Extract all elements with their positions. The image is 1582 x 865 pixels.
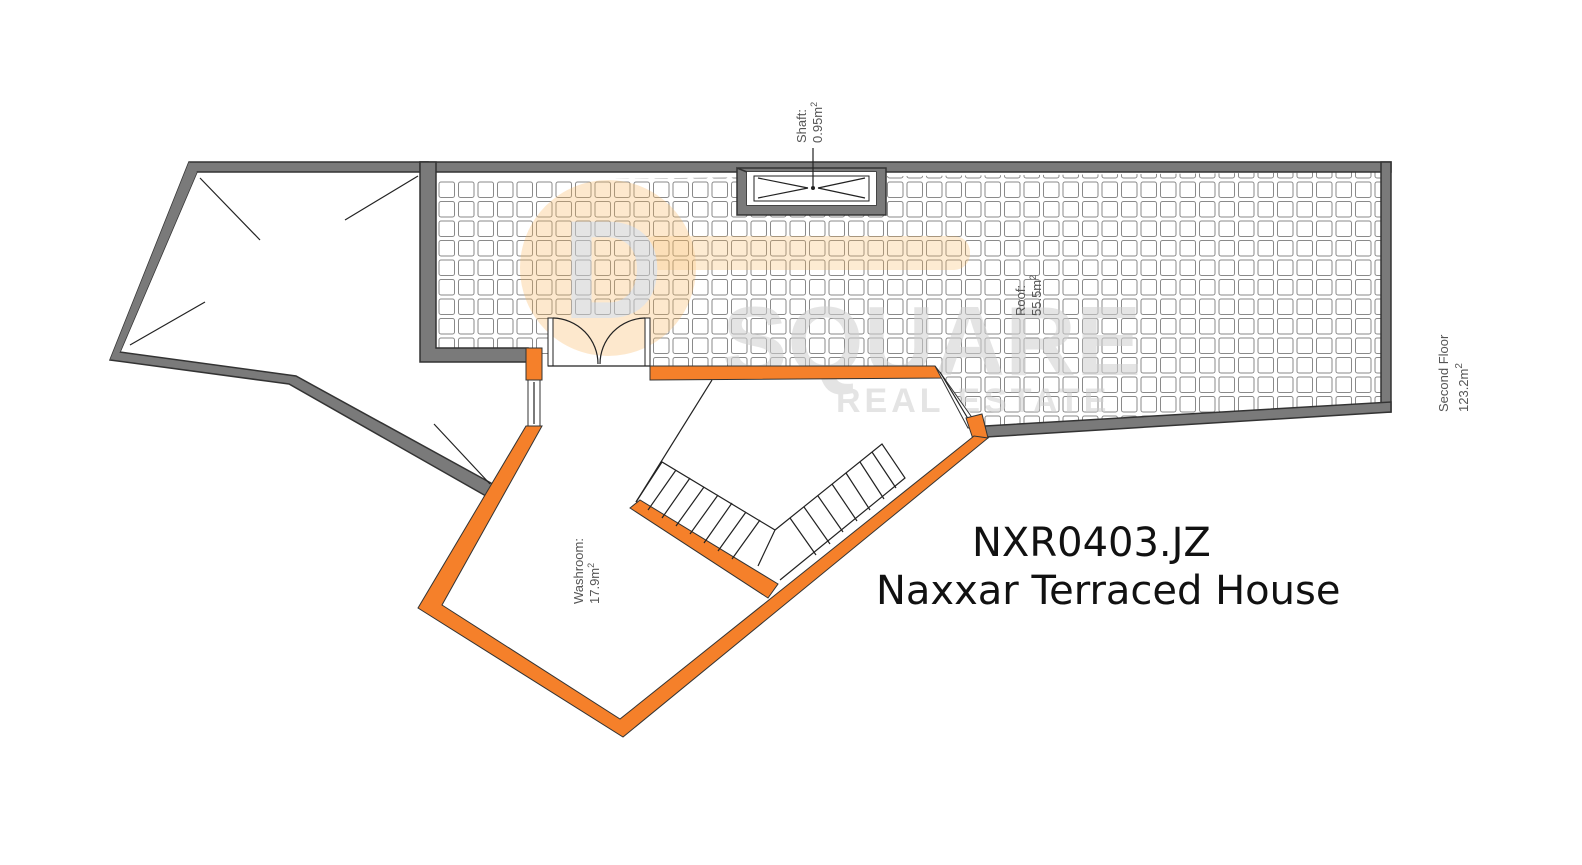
stair-step-12 xyxy=(845,472,871,511)
floor-label-name: Second Floor xyxy=(1436,334,1451,412)
washroom-label-area-line: 17.9m2 xyxy=(586,563,602,604)
shaft-interior xyxy=(747,148,876,205)
stair-wall xyxy=(629,499,779,599)
stair-step-7 xyxy=(731,519,761,560)
roof-label-area: 55.5m xyxy=(1029,280,1044,316)
stair-step-14 xyxy=(871,451,897,489)
roof-right-wall xyxy=(1380,161,1392,413)
annex-mark-4 xyxy=(433,423,491,485)
roof-label: Roof: 55.5m2 xyxy=(1013,275,1044,316)
left-annex-marks xyxy=(129,175,491,485)
watermark-bar xyxy=(640,236,970,270)
shaft-frame xyxy=(753,175,870,202)
stair-step-5 xyxy=(703,502,733,544)
door-swing-right xyxy=(599,317,646,365)
stair-step-1 xyxy=(647,469,677,511)
door-stub-wall xyxy=(525,347,543,381)
stair-step-8 xyxy=(789,517,817,556)
shaft-label: Shaft: 0.95m2 xyxy=(794,102,825,143)
watermark-circle xyxy=(520,180,696,356)
stair-step-10 xyxy=(817,495,844,533)
washroom-label-sup: 2 xyxy=(586,563,596,568)
washroom-label: Washroom: 17.9m2 xyxy=(571,538,602,604)
annex-mark-1 xyxy=(199,177,261,241)
staircase xyxy=(635,379,906,581)
shaft-diagonal-1 xyxy=(757,177,809,189)
shaft-label-area: 0.95m xyxy=(810,107,825,143)
shaft-diagonal-2 xyxy=(757,187,809,199)
roof-label-name: Roof: xyxy=(1013,285,1028,316)
washroom-label-name: Washroom: xyxy=(571,538,586,604)
door-frame-left xyxy=(547,317,554,367)
roof-label-area-line: 55.5m2 xyxy=(1028,275,1044,316)
roof-walls xyxy=(419,161,1392,438)
double-door xyxy=(547,317,651,367)
stair-step-9 xyxy=(803,506,831,545)
stair-step-2 xyxy=(661,477,691,519)
washroom-walls xyxy=(417,347,990,738)
annex-mark-3 xyxy=(129,301,206,346)
stair-step-6 xyxy=(717,511,747,552)
stair-step-4 xyxy=(689,494,719,535)
stair-right-outline xyxy=(774,443,906,581)
annex-mark-2 xyxy=(344,175,419,221)
washroom-label-area: 17.9m xyxy=(587,568,602,604)
roof-top-wall xyxy=(419,161,1392,173)
stair-guide-line xyxy=(635,379,713,503)
listing-reference: NXR0403.JZ xyxy=(972,520,1211,566)
shaft-label-sup: 2 xyxy=(809,102,819,107)
washroom-outer-wall xyxy=(417,425,990,738)
floor-label: Second Floor 123.2m2 xyxy=(1436,334,1471,412)
door-frame-right xyxy=(644,317,651,367)
stair-step-3 xyxy=(675,486,705,527)
shaft-diagonal-3 xyxy=(817,177,866,189)
listing-title: Naxxar Terraced House xyxy=(876,568,1340,614)
floor-label-area: 123.2m xyxy=(1456,369,1471,412)
floor-label-area-line: 123.2m2 xyxy=(1454,363,1471,412)
stair-step-13 xyxy=(859,461,885,500)
roof-tiled-area xyxy=(436,172,1381,428)
stair-step-11 xyxy=(831,483,858,522)
shaft-label-area-line: 0.95m2 xyxy=(809,102,825,143)
door-swing-left xyxy=(552,317,599,365)
shaft-diagonal-4 xyxy=(817,187,866,199)
floor-label-sup: 2 xyxy=(1454,363,1465,369)
shaft-center-dot xyxy=(811,186,815,190)
shaft-label-name: Shaft: xyxy=(794,109,809,143)
upper-wall xyxy=(649,365,945,381)
roof-label-sup: 2 xyxy=(1028,275,1038,280)
left-annex-wall-fill xyxy=(110,162,197,360)
watermark-tagline: REAL ESTATE xyxy=(836,382,1110,420)
